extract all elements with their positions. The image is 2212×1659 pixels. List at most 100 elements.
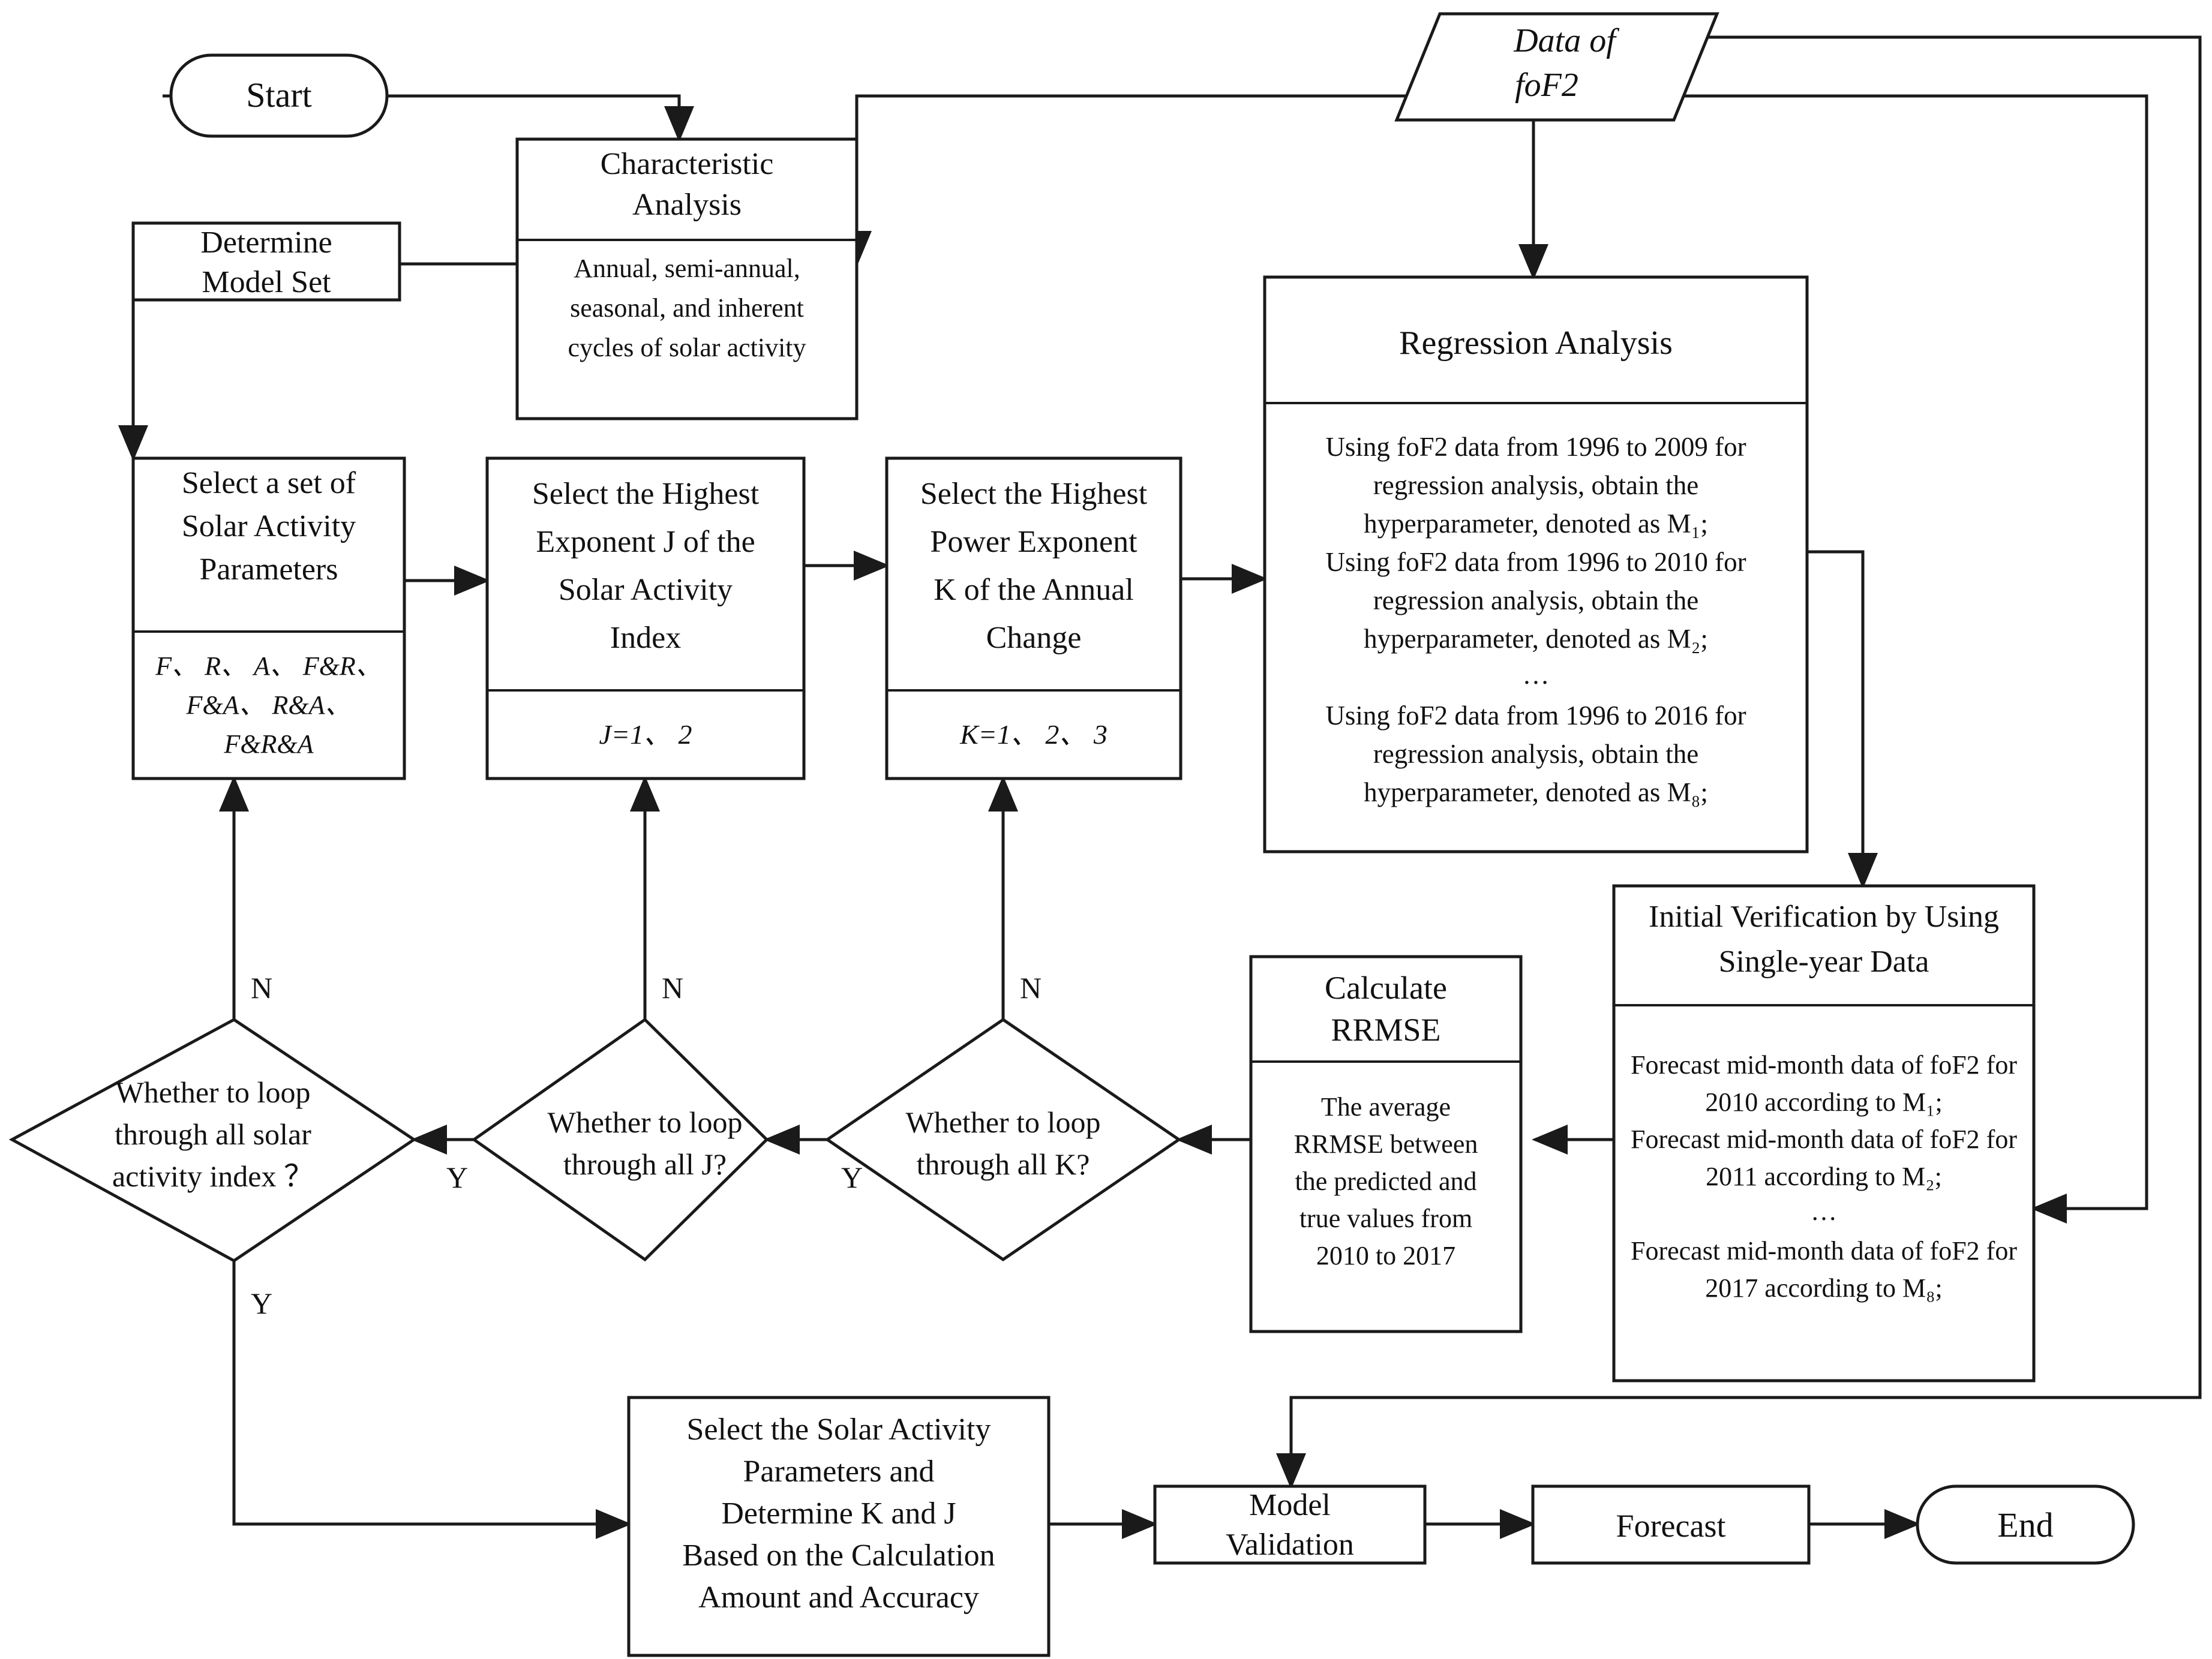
node-start[interactable]	[169, 53, 389, 138]
label-layer: Start End Data of foF2 Characteristic An…	[112, 22, 2054, 1615]
node-decision-index[interactable]	[8, 1018, 417, 1263]
node-decision-j[interactable]	[471, 1017, 769, 1262]
shape-layer	[8, 12, 2135, 1657]
node-characteristic-body-line1: Annual, semi-annual,	[574, 254, 800, 283]
node-model-validation-line2: Validation	[1226, 1528, 1354, 1562]
node-rrmse-body-line1: The average	[1321, 1092, 1451, 1122]
node-decision-j-line1: Whether to loop	[548, 1105, 743, 1139]
node-select-j-line4: Index	[610, 621, 681, 655]
node-rrmse-body-line4: true values from	[1299, 1204, 1472, 1233]
edge-label-j-no: N	[662, 971, 683, 1005]
node-select-final-line4: Based on the Calculation	[682, 1538, 995, 1573]
node-verification-body-line1: Forecast mid-month data of foF2 for	[1631, 1050, 2017, 1080]
node-select-j[interactable]	[485, 456, 806, 780]
node-select-params-line2: Solar Activity	[182, 509, 356, 543]
node-verification-body-line3: Forecast mid-month data of foF2 for	[1631, 1125, 2017, 1154]
node-start-label: Start	[246, 76, 312, 115]
node-decision-k-line1: Whether to loop	[906, 1105, 1101, 1139]
node-characteristic-analysis[interactable]	[515, 137, 859, 420]
node-initial-verification[interactable]	[1612, 884, 2036, 1382]
node-regression-body-line3: hyperparameter, denoted as M₁;	[1364, 509, 1708, 539]
node-calculate-rrmse[interactable]	[1249, 955, 1523, 1333]
node-characteristic-header-line2: Analysis	[632, 188, 742, 222]
node-select-k-line4: Change	[986, 621, 1082, 655]
edge-label-index-no: N	[251, 971, 272, 1005]
node-decision-index-line2: through all solar	[115, 1117, 311, 1151]
node-decision-index-line1: Whether to loop	[116, 1075, 311, 1109]
node-select-params[interactable]	[131, 456, 406, 780]
node-select-k-line3: K of the Annual	[934, 573, 1134, 607]
node-decision-j-line2: through all J?	[563, 1147, 727, 1181]
node-rrmse-body-line3: the predicted and	[1295, 1167, 1477, 1196]
node-select-k-line2: Power Exponent	[930, 525, 1137, 559]
node-select-k-body-line1: K=1、 2、 3	[959, 719, 1107, 750]
edge-label-k-no: N	[1020, 971, 1042, 1005]
node-verification-header-line2: Single-year Data	[1719, 945, 1929, 979]
node-regression-body-line7: …	[1523, 660, 1550, 690]
node-rrmse-body-line5: 2010 to 2017	[1316, 1241, 1455, 1270]
edge-data-to-characteristic	[842, 94, 1440, 267]
node-select-final-line3: Determine K and J	[721, 1496, 956, 1531]
node-characteristic-body-line3: cycles of solar activity	[568, 333, 806, 362]
node-decision-k[interactable]	[824, 1017, 1182, 1262]
node-select-params-body-line3: F&R&A	[223, 729, 314, 759]
node-select-j-line1: Select the Highest	[532, 477, 760, 511]
node-select-k[interactable]	[885, 456, 1182, 780]
node-select-final[interactable]	[627, 1396, 1051, 1657]
node-regression-analysis[interactable]	[1263, 275, 1809, 853]
node-determine-line2: Model Set	[202, 265, 331, 299]
edge-label-j-yes: Y	[446, 1161, 468, 1194]
node-determine-line1: Determine	[200, 226, 332, 260]
node-select-final-line5: Amount and Accuracy	[698, 1580, 979, 1615]
node-verification-header-line1: Initial Verification by Using	[1649, 900, 1999, 934]
node-determine-model-set[interactable]	[131, 221, 401, 302]
node-characteristic-header-line1: Characteristic	[601, 147, 774, 181]
node-regression-body-line10: hyperparameter, denoted as M₈;	[1364, 777, 1708, 807]
node-model-validation-line1: Model	[1249, 1488, 1331, 1522]
node-data-fof2[interactable]	[1394, 12, 1719, 122]
edge-label-index-yes: Y	[251, 1287, 272, 1320]
node-characteristic-body-line2: seasonal, and inherent	[570, 293, 804, 323]
edge-label-k-yes: Y	[841, 1161, 863, 1194]
node-data-fof2-line1: Data of	[1513, 22, 1620, 59]
node-select-k-line1: Select the Highest	[920, 477, 1148, 511]
node-regression-body-line6: hyperparameter, denoted as M₂;	[1364, 624, 1708, 654]
node-select-j-body-line1: J=1、 2	[599, 719, 692, 750]
node-select-final-line1: Select the Solar Activity	[687, 1412, 991, 1447]
node-verification-body-line4: 2011 according to M₂;	[1706, 1162, 1942, 1191]
node-select-params-line3: Parameters	[199, 552, 338, 587]
node-rrmse-header-line2: RRMSE	[1331, 1012, 1440, 1048]
edge-regression-to-verification	[1807, 550, 1878, 889]
node-select-params-body-line2: F&A、 R&A、	[186, 690, 352, 720]
node-select-params-line1: Select a set of	[182, 466, 356, 500]
node-verification-body-line5: …	[1811, 1197, 1837, 1226]
edge-layer	[118, 35, 2202, 1539]
node-verification-body-line6: Forecast mid-month data of foF2 for	[1631, 1236, 2017, 1266]
edge-data-to-verification	[1567, 94, 2148, 1224]
node-regression-header: Regression Analysis	[1399, 324, 1673, 362]
node-data-fof2-line2: foF2	[1515, 67, 1578, 104]
edge-outer-loop-to-validation	[1276, 35, 2202, 1489]
node-regression-body-line8: Using foF2 data from 1996 to 2016 for	[1325, 701, 1746, 731]
node-regression-body-line1: Using foF2 data from 1996 to 2009 for	[1325, 432, 1746, 462]
edge-decision-index-yes	[232, 1261, 632, 1539]
node-model-validation[interactable]	[1153, 1484, 1427, 1565]
node-regression-body-line4: Using foF2 data from 1996 to 2010 for	[1325, 547, 1746, 577]
node-decision-k-line2: through all K?	[917, 1147, 1090, 1181]
node-forecast-label: Forecast	[1616, 1508, 1726, 1544]
node-regression-body-line5: regression analysis, obtain the	[1373, 585, 1698, 615]
node-forecast[interactable]	[1531, 1484, 1811, 1565]
node-rrmse-header-line1: Calculate	[1325, 970, 1447, 1006]
node-end[interactable]	[1916, 1484, 2135, 1565]
node-select-params-body-line1: F、 R、 A、 F&R、	[155, 651, 382, 681]
node-verification-body-line2: 2010 according to M₁;	[1705, 1087, 1942, 1117]
node-verification-body-line7: 2017 according to M₈;	[1705, 1273, 1942, 1303]
node-select-j-line3: Solar Activity	[559, 573, 733, 607]
node-decision-index-line3: activity index ？	[112, 1159, 314, 1193]
node-select-j-line2: Exponent J of the	[536, 525, 755, 559]
node-rrmse-body-line2: RRMSE between	[1294, 1129, 1478, 1159]
node-select-final-line2: Parameters and	[743, 1454, 934, 1489]
node-regression-body-line2: regression analysis, obtain the	[1373, 470, 1698, 500]
